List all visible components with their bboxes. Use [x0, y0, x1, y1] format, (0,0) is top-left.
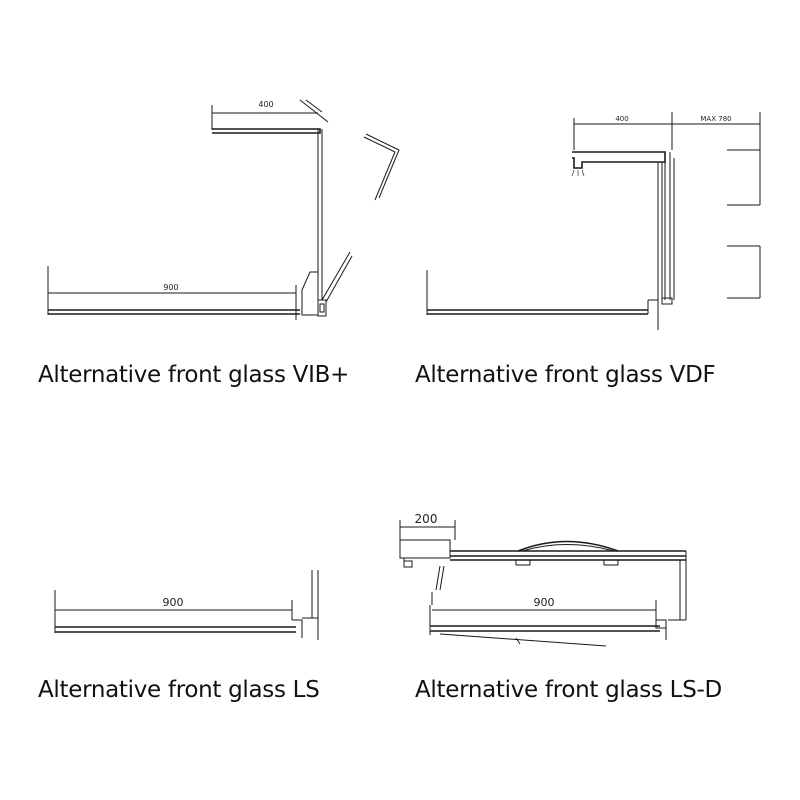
caption-ls-d: Alternative front glass LS-D [415, 677, 722, 703]
dim-400-vib: 400 [258, 100, 273, 109]
diagram-vdf: 400 MAX 780 [426, 112, 761, 330]
dim-900-ls: 900 [163, 596, 184, 609]
dim-max780-vdf: MAX 780 [700, 115, 731, 123]
dim-900-vib: 900 [163, 283, 178, 292]
caption-ls: Alternative front glass LS [38, 677, 320, 703]
diagram-vib-plus: 900 400 [47, 99, 400, 320]
dim-400-vdf: 400 [615, 115, 628, 123]
diagram-ls: 900 [54, 570, 319, 640]
dim-200-lsd: 200 [415, 512, 438, 526]
caption-vib-plus: Alternative front glass VIB+ [38, 362, 350, 388]
dim-900-lsd: 900 [534, 596, 555, 609]
diagram-ls-d: 200 900 [399, 512, 687, 647]
caption-vdf: Alternative front glass VDF [415, 362, 716, 388]
